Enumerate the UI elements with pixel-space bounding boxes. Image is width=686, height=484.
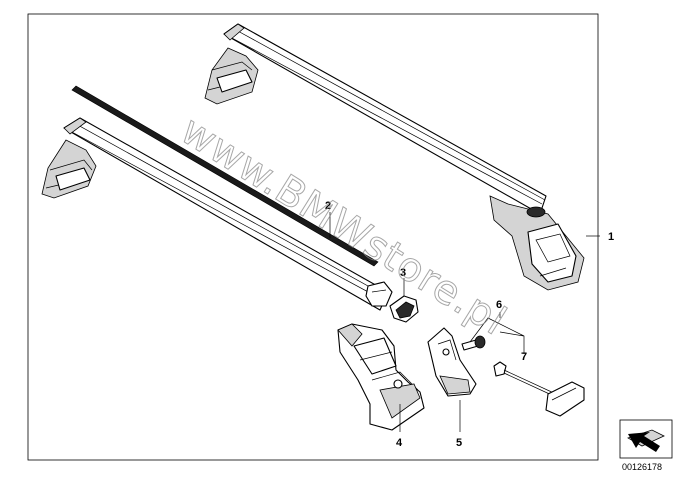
clamp-bracket xyxy=(427,327,477,397)
screw xyxy=(461,335,486,351)
callout-5: 5 xyxy=(456,437,462,449)
callout-6: 6 xyxy=(496,299,502,311)
rear-roof-bar xyxy=(204,23,585,291)
document-number: 00126178 xyxy=(622,462,662,472)
callout-1: 1 xyxy=(608,231,614,243)
callout-4: 4 xyxy=(396,437,403,449)
front-roof-bar xyxy=(41,117,393,311)
foot-support xyxy=(337,323,425,431)
diagram-frame xyxy=(27,13,599,461)
end-cap xyxy=(389,295,419,323)
rubber-strip xyxy=(71,85,379,267)
reference-icon xyxy=(619,419,673,459)
callout-3: 3 xyxy=(400,267,406,279)
callout-labels: 1 2 3 4 5 6 7 xyxy=(325,200,614,449)
callout-7: 7 xyxy=(521,351,527,363)
key-tool xyxy=(493,361,585,417)
leader-lines xyxy=(329,212,600,432)
callout-2: 2 xyxy=(325,200,331,212)
watermark-text: www.BMWstore.pl xyxy=(173,107,515,344)
